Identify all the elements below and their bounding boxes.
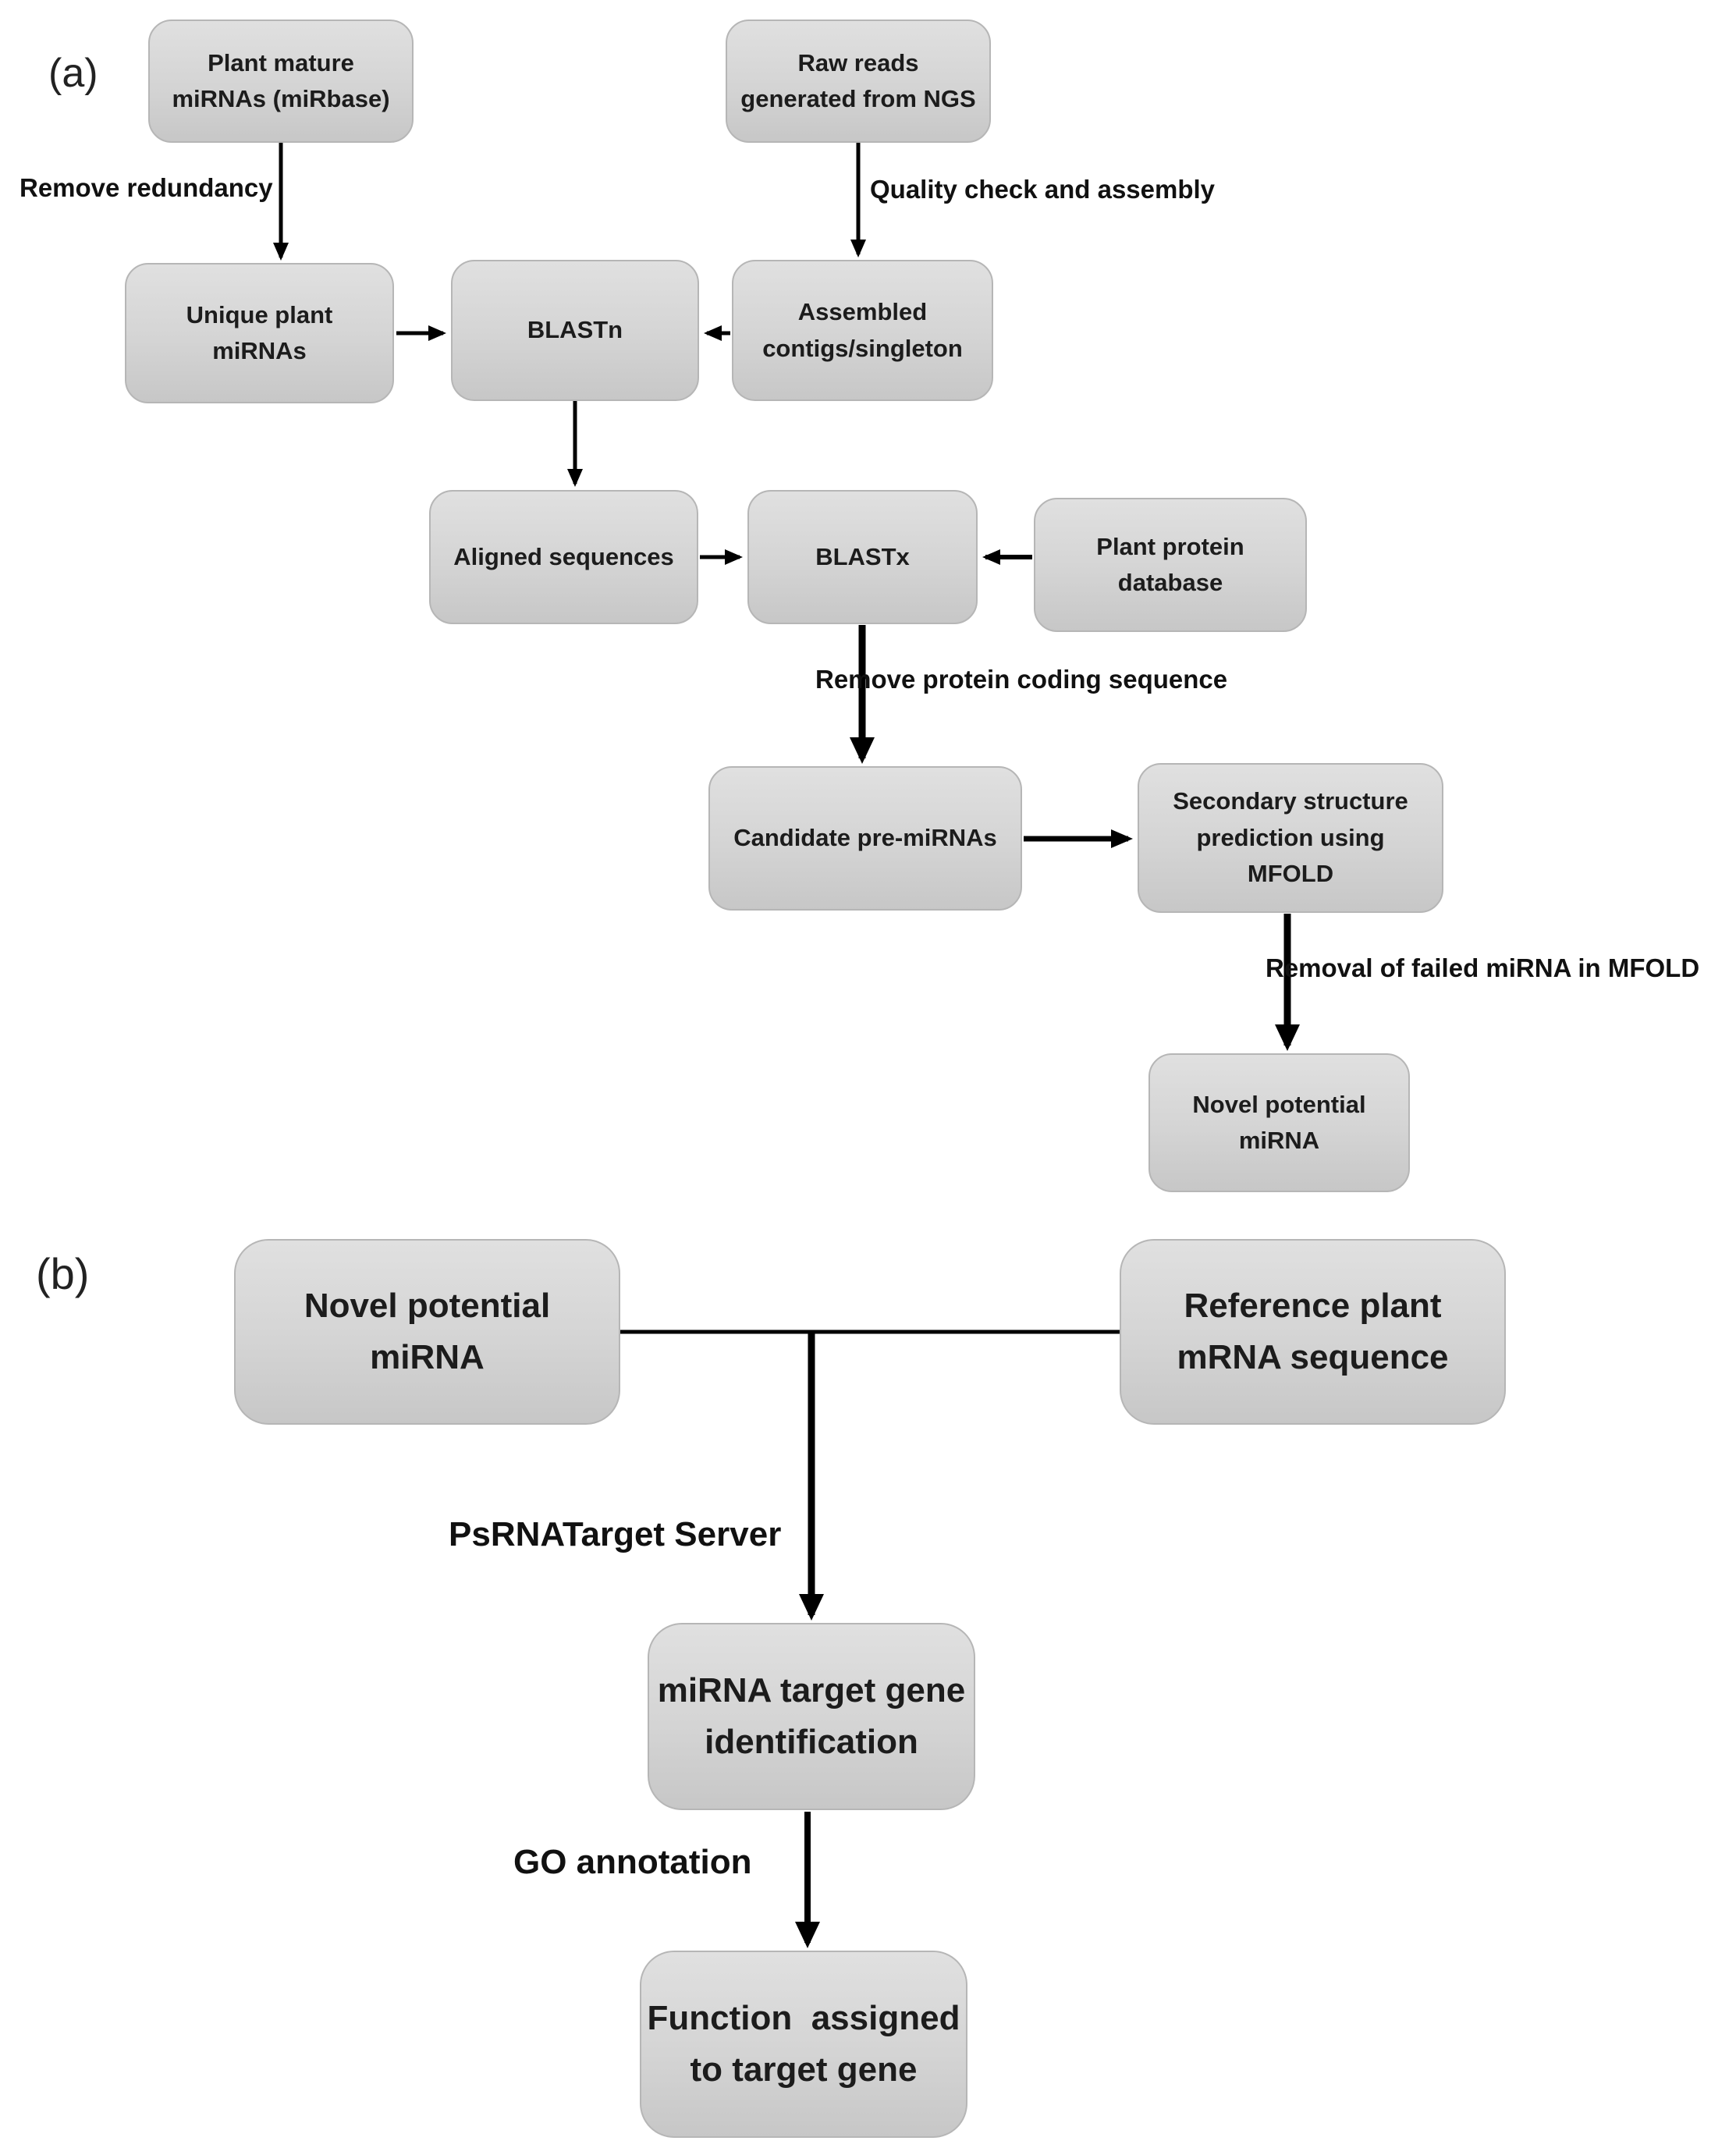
node-blastn: BLASTn [451, 260, 699, 401]
label-psrnatarget-server: PsRNATarget Server [449, 1515, 782, 1553]
panel-a-label: (a) [48, 51, 98, 96]
node-assembled-contigs: Assembled contigs/singleton [732, 260, 993, 401]
node-reference-plant-mrna: Reference plant mRNA sequence [1120, 1239, 1506, 1425]
node-function-assigned-target-gene: Function assigned to target gene [640, 1951, 967, 2138]
label-quality-check-assembly: Quality check and assembly [870, 175, 1216, 204]
node-mirna-target-gene-identification: miRNA target gene identification [648, 1623, 975, 1810]
node-unique-plant-mirnas: Unique plant miRNAs [125, 263, 394, 403]
node-candidate-pre-mirnas: Candidate pre-miRNAs [708, 766, 1022, 911]
node-raw-reads-ngs: Raw reads generated from NGS [726, 20, 991, 143]
node-novel-potential-mirna-a: Novel potential miRNA [1148, 1053, 1410, 1192]
node-aligned-sequences: Aligned sequences [429, 490, 698, 624]
label-go-annotation: GO annotation [513, 1843, 752, 1881]
node-blastx: BLASTx [747, 490, 978, 624]
label-remove-protein-coding: Remove protein coding sequence [815, 665, 1228, 694]
node-plant-mature-mirnas: Plant mature miRNAs (miRbase) [148, 20, 414, 143]
node-secondary-structure-mfold: Secondary structure prediction using MFO… [1138, 763, 1443, 913]
label-removal-failed-mfold: Removal of failed miRNA in MFOLD [1266, 953, 1700, 982]
panel-b-label: (b) [36, 1249, 90, 1298]
label-remove-redundancy: Remove redundancy [20, 173, 273, 202]
node-novel-potential-mirna-b: Novel potential miRNA [234, 1239, 620, 1425]
node-plant-protein-database: Plant protein database [1034, 498, 1307, 632]
